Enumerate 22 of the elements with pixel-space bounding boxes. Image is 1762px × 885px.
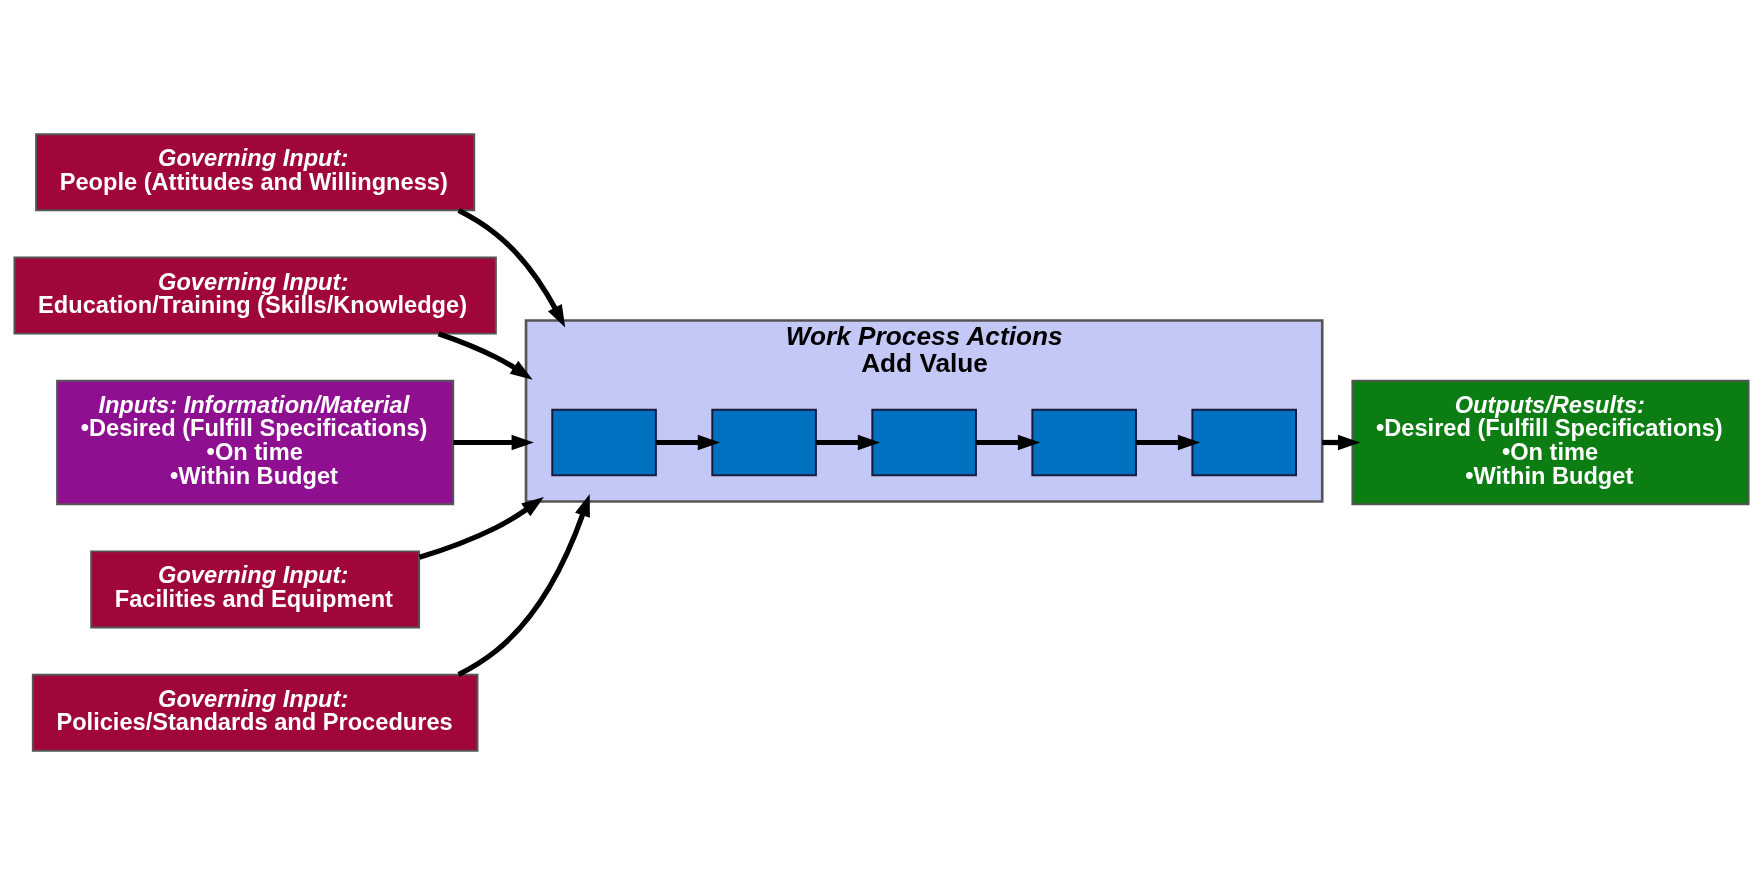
node-box	[1030, 408, 1137, 477]
arrow	[437, 331, 533, 380]
node-box	[870, 408, 977, 477]
arrow	[418, 496, 544, 560]
node-box: Inputs: Information/Material •Desired (Fulfill Specifications) •On time •Within Budget	[55, 379, 454, 506]
node-box: Governing Input: Education/Training (Skills/Knowledge)	[12, 256, 497, 335]
arrow	[1321, 434, 1360, 451]
arrow	[452, 434, 534, 451]
arrow	[815, 434, 880, 451]
node-box	[550, 408, 657, 477]
node-box: Outputs/Results: •Desired (Fulfill Specifications) •On time •Within Budget	[1350, 379, 1750, 506]
node-box: Governing Input: Policies/Standards and Procedures	[31, 673, 478, 752]
arrow	[456, 208, 565, 328]
node-box: Governing Input: People (Attitudes and Willingness)	[34, 133, 475, 212]
cluster: Work Process Actions Add Value	[524, 319, 1324, 503]
arrow	[456, 494, 590, 677]
arrow	[975, 434, 1040, 451]
node-box: Governing Input: Facilities and Equipment	[89, 550, 420, 629]
node-box	[1190, 408, 1297, 477]
node-box	[710, 408, 817, 477]
arrow	[1135, 434, 1200, 451]
arrow	[655, 434, 720, 451]
